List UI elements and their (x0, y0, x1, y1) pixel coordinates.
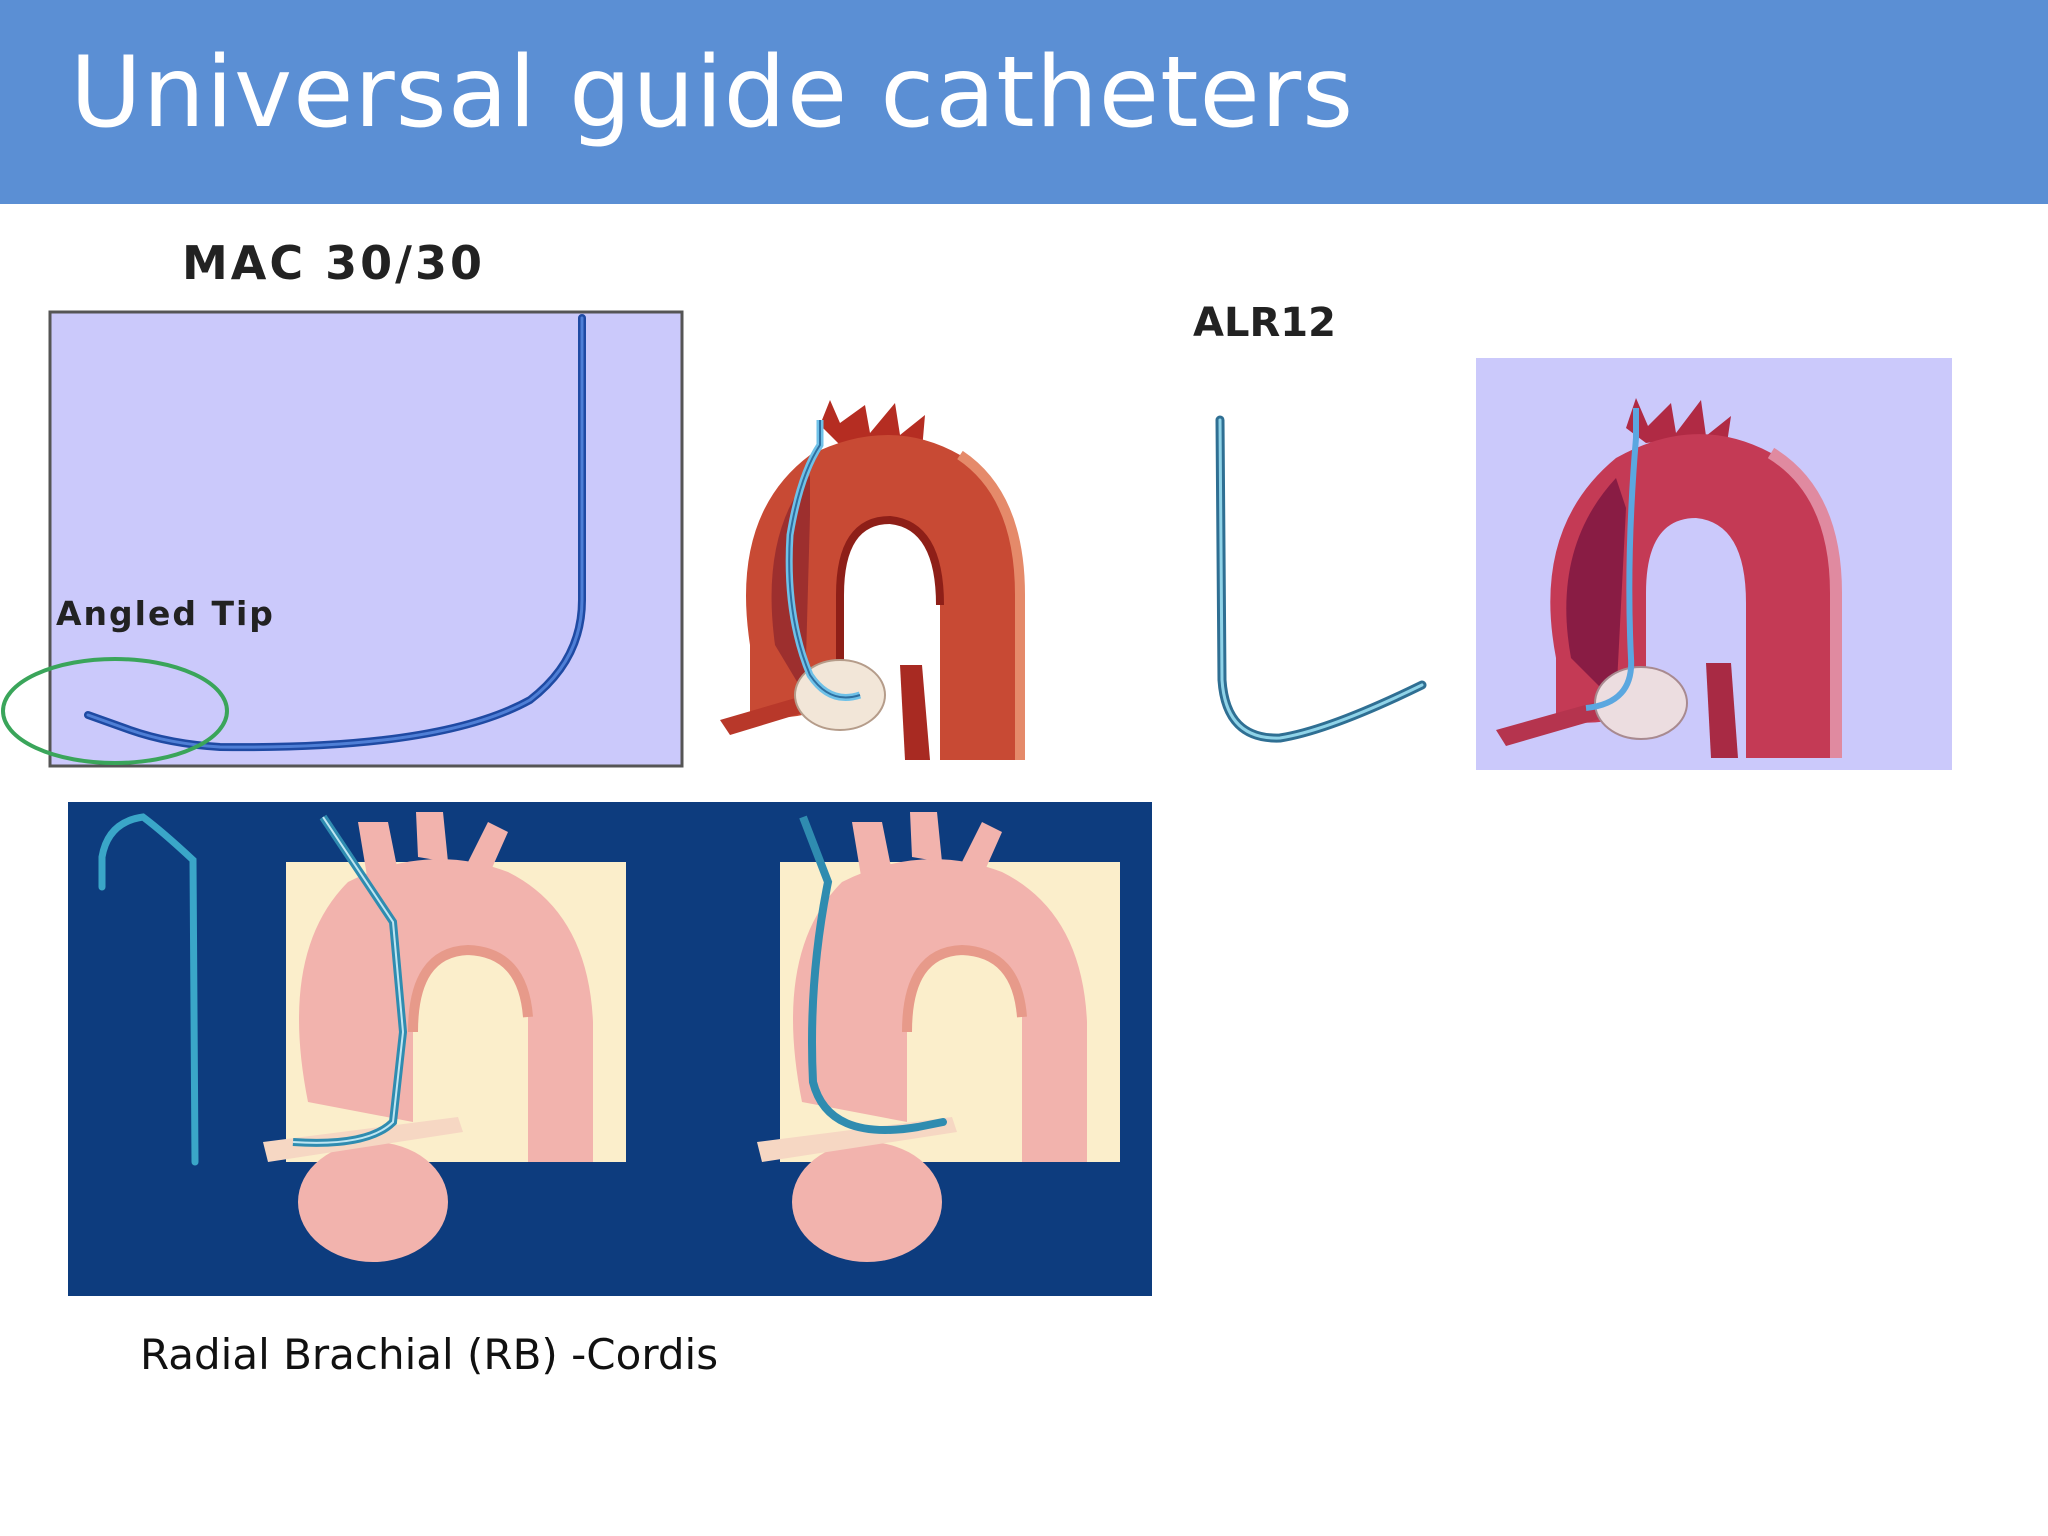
mac-catheter-figure (1, 310, 684, 768)
mac-label: MAC 30/30 (182, 236, 485, 290)
angled-tip-label: Angled Tip (56, 594, 275, 633)
rb-caption: Radial Brachial (RB) -Cordis (140, 1330, 719, 1379)
slide-title: Universal guide catheters (70, 36, 1355, 150)
radial-brachial-figure (68, 802, 1152, 1296)
alr12-catheter-figure (1215, 415, 1427, 743)
aortic-arch-alr12-illustration (1476, 358, 1952, 770)
aortic-arch-mac-illustration (720, 400, 1025, 760)
alr12-label: ALR12 (1193, 300, 1336, 346)
slide-header: Universal guide catheters (0, 0, 2048, 204)
